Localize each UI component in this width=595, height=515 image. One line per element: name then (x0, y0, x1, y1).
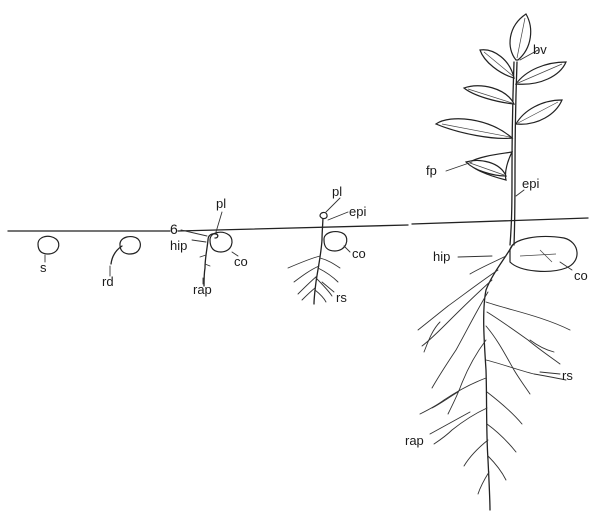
label-pl: pl (332, 184, 342, 199)
soil-surface-line (8, 218, 588, 231)
main-root (314, 240, 322, 304)
label-rs: rs (336, 290, 347, 305)
label-bv: bv (533, 42, 547, 57)
plumule-bud (320, 212, 327, 218)
leaves (436, 14, 566, 180)
label-s: s (40, 260, 47, 275)
primary-root (484, 246, 512, 510)
stage-hypocotyl (200, 232, 232, 286)
cotyledon-shape (210, 232, 232, 252)
cotyledon-shape (324, 232, 347, 251)
label-co: co (574, 268, 588, 283)
leaf (480, 50, 514, 78)
label-pl: pl (216, 196, 226, 211)
label-rs: rs (562, 368, 573, 383)
stage-seed (38, 236, 59, 254)
label-rd: rd (102, 274, 114, 289)
label-rap: rap (193, 282, 212, 297)
label-epi: epi (349, 204, 366, 219)
root-system (418, 246, 570, 510)
label-rap: rap (405, 433, 424, 448)
stage-radicle (111, 237, 140, 264)
epicotyl (322, 216, 323, 240)
label-hip: hip (433, 249, 450, 264)
label-stage-number: 6 (170, 221, 178, 237)
seed-shape (120, 237, 140, 254)
seed-shape (38, 236, 59, 254)
hypocotyl (204, 240, 208, 286)
label-epi: epi (522, 176, 539, 191)
label-co: co (352, 246, 366, 261)
label-hip: hip (170, 238, 187, 253)
label-co: co (234, 254, 248, 269)
label-fp: fp (426, 163, 437, 178)
terminal-leaf (510, 14, 531, 60)
